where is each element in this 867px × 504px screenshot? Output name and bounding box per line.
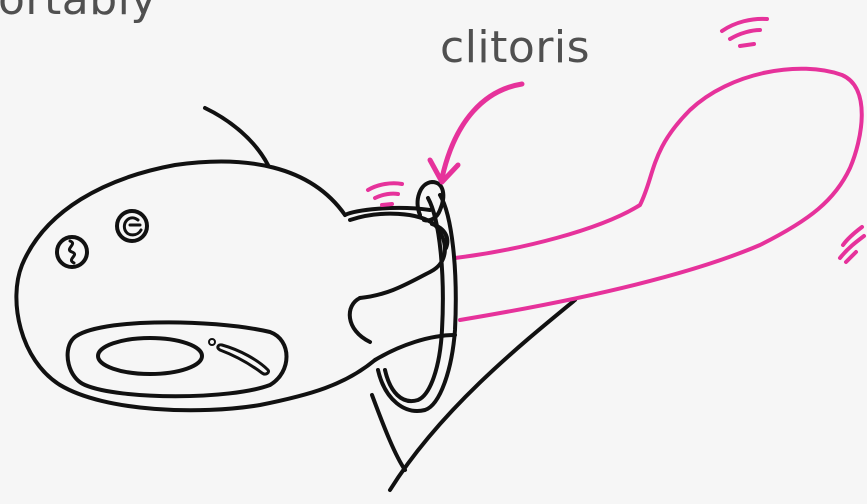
body-lower-outline xyxy=(390,300,575,490)
control-button-oval xyxy=(98,338,202,374)
internal-arm-outline xyxy=(455,69,862,320)
vibration-waves-icon xyxy=(368,19,864,262)
power-icon xyxy=(124,218,141,235)
body-upper-outline xyxy=(205,108,268,165)
vibration-mode-icon xyxy=(69,241,74,263)
indicator-dot xyxy=(209,339,215,345)
slider-groove xyxy=(218,345,269,374)
nozzle-underside xyxy=(350,298,370,342)
pointer-arrow-icon xyxy=(442,84,522,178)
ring-inner xyxy=(385,198,443,401)
nozzle xyxy=(350,214,445,298)
